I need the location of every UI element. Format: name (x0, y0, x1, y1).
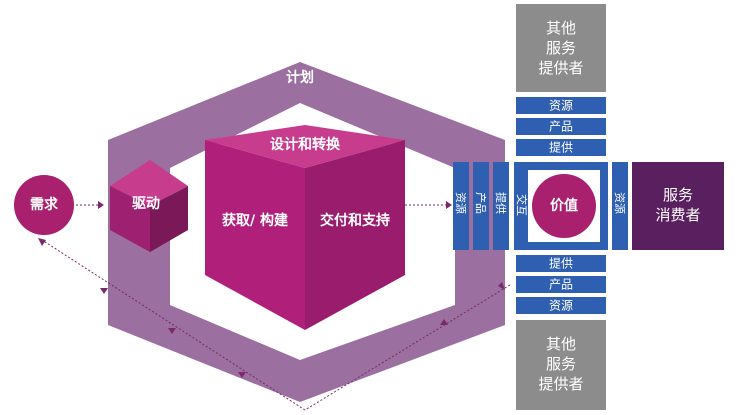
value-label: 价值 (550, 197, 578, 214)
consumer-line-0: 服务 (663, 186, 693, 204)
bottom-stack (516, 255, 606, 314)
top-stack-item-1: 产品 (549, 120, 573, 134)
main-cube (205, 125, 405, 330)
provider-top-box (516, 4, 606, 92)
left-bar-2: 提供 (494, 192, 508, 214)
design-label: 设计和转换 (270, 136, 341, 153)
demand-label: 需求 (30, 196, 59, 213)
provider-top-line-1: 服务 (546, 39, 576, 57)
arrow-heads (38, 201, 505, 378)
left-bars (453, 162, 509, 250)
engage-cube (110, 160, 188, 252)
left-bar-0: 资源 (454, 192, 468, 214)
deliver-label: 交付和支持 (320, 212, 390, 229)
consumer-box (632, 162, 724, 250)
top-stack (516, 97, 606, 156)
provider-bottom-box (516, 320, 606, 410)
consumer-line-1: 消费者 (655, 206, 700, 224)
top-stack-item-0: 资源 (549, 99, 573, 113)
left-bar-1: 产品 (474, 192, 488, 214)
right-bar (612, 162, 628, 250)
bottom-stack-item-0: 提供 (549, 256, 573, 271)
top-stack-item-2: 提供 (549, 140, 573, 155)
right-bar-label: 资源 (613, 192, 627, 214)
bottom-stack-item-1: 产品 (549, 278, 573, 292)
provider-top-line-2: 提供者 (538, 59, 583, 77)
provider-bottom-line-2: 提供者 (538, 375, 583, 393)
flow-lines (41, 204, 511, 411)
demand-circle (14, 175, 74, 235)
provider-bottom-line-1: 服务 (546, 355, 576, 373)
improve-label: 改进 (286, 333, 314, 350)
value-circle (532, 174, 596, 238)
obtain-label: 获取/ 构建 (222, 212, 288, 229)
bottom-stack-item-2: 资源 (549, 299, 573, 313)
plan-label: 计划 (286, 69, 314, 86)
provider-bottom-line-0: 其他 (546, 335, 576, 353)
engage-label: 驱动 (132, 195, 160, 212)
inner-left-label: 交互 (515, 194, 529, 216)
provider-top-line-0: 其他 (546, 19, 576, 37)
